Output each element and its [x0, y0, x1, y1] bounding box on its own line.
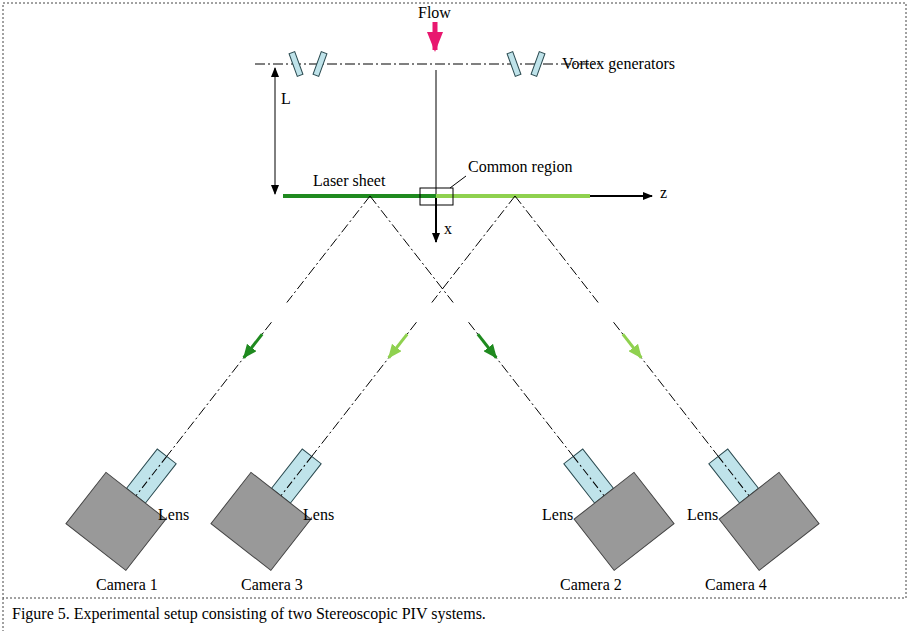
region-label: Common region: [468, 158, 572, 176]
laser-sheet-label: Laser sheet: [313, 172, 385, 190]
vortex-generator: [289, 52, 545, 77]
laser-sheet: [436, 194, 590, 198]
camera: [543, 433, 674, 570]
laser-sheet: [283, 194, 436, 198]
camera: [688, 433, 819, 570]
view-ray: [515, 196, 598, 303]
view-ray: [718, 456, 749, 495]
view-ray: [469, 322, 574, 456]
view-arrow: [478, 334, 496, 358]
z-axis: [590, 195, 652, 197]
axis-label: x: [444, 220, 452, 238]
camera: [66, 433, 197, 570]
view-ray: [287, 196, 370, 303]
frame: [3, 3, 906, 598]
common-region-box: [420, 188, 453, 205]
view-arrow: [389, 334, 407, 358]
view-ray: [573, 456, 604, 495]
generator-label: Vortex generators: [562, 55, 675, 73]
figure-caption: Figure 5. Experimental setup consisting …: [12, 604, 486, 624]
view-ray: [614, 322, 719, 456]
view-arrow: [623, 334, 641, 358]
x-axis: [435, 196, 437, 242]
flow-arrow: [433, 22, 438, 50]
view-ray: [167, 322, 272, 456]
lens-label: Lens: [158, 506, 189, 524]
view-ray: [281, 456, 312, 495]
generator-line: [255, 64, 600, 65]
camera: [211, 433, 342, 570]
view-arrow: [244, 334, 262, 358]
camera-label: Camera 3: [241, 576, 303, 594]
dimension-arrow: [275, 68, 276, 194]
lens-label: Lens: [687, 506, 718, 524]
view-ray: [136, 456, 167, 495]
camera-body: [211, 472, 311, 570]
lens-label: Lens: [303, 506, 334, 524]
camera-rays: [66, 196, 819, 570]
camera-label: Camera 4: [705, 576, 767, 594]
view-ray: [312, 322, 417, 456]
camera-body: [66, 472, 166, 570]
camera-body: [574, 472, 674, 570]
camera-label: Camera 2: [560, 576, 622, 594]
flow-label: Flow: [416, 4, 453, 22]
leader-line: [450, 176, 466, 188]
axis-label: z: [660, 184, 667, 202]
camera-body: [719, 472, 819, 570]
dimension-label: L: [281, 90, 291, 108]
lens-label: Lens: [542, 506, 573, 524]
frame: [3, 598, 4, 631]
centre-line: [436, 70, 437, 196]
view-ray: [432, 196, 515, 303]
camera-label: Camera 1: [96, 576, 158, 594]
view-ray: [370, 196, 453, 303]
